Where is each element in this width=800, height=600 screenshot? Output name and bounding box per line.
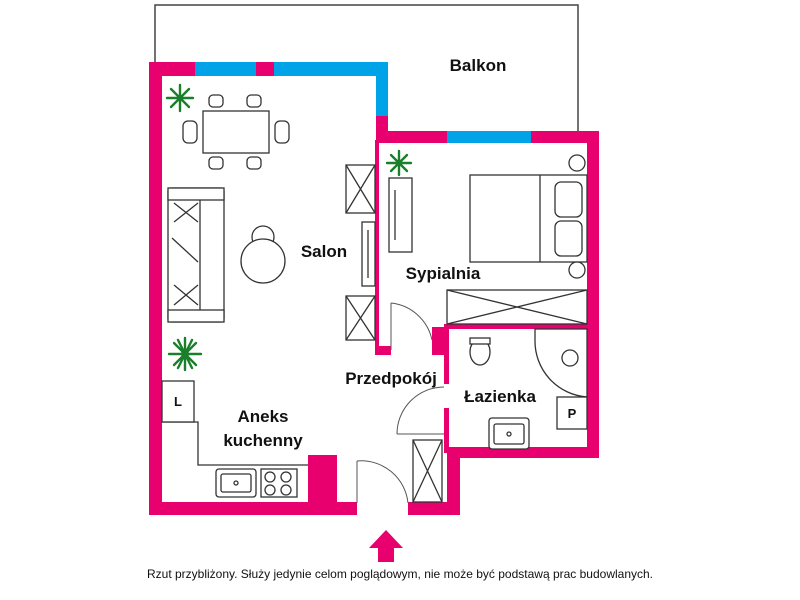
wardrobe-living	[345, 164, 376, 341]
window-living-2	[274, 62, 388, 76]
room-label-bathroom: Łazienka	[464, 387, 536, 406]
room-label-kitchen-line1: Aneks	[237, 407, 288, 426]
door-swings	[356, 302, 445, 504]
balcony	[154, 4, 579, 133]
window-bedroom	[447, 131, 531, 143]
disclaimer-note: Rzut przybliżony. Służy jedynie celom po…	[146, 567, 654, 581]
room-label-balcony: Balkon	[450, 56, 507, 75]
bedroom-furniture	[388, 154, 588, 325]
window-living-3	[376, 76, 388, 116]
sofa	[167, 187, 225, 323]
room-label-kitchen-line2: kuchenny	[223, 431, 303, 450]
room-label-hallway: Przedpokój	[345, 369, 437, 388]
coffee-table	[240, 225, 286, 284]
room-label-bedroom: Sypialnia	[406, 264, 481, 283]
window-living-1	[195, 62, 256, 76]
dining-table	[182, 94, 290, 170]
windows	[195, 62, 531, 143]
fridge-marker: L	[174, 394, 182, 409]
entrance-arrow-icon	[369, 530, 403, 562]
bathroom-fixtures	[469, 328, 588, 450]
wardrobe-hall	[412, 439, 443, 503]
kitchen-counter	[161, 380, 308, 498]
walls	[149, 62, 599, 515]
washer-marker: P	[568, 406, 577, 421]
plant-icon	[177, 95, 402, 358]
room-label-living: Salon	[301, 242, 347, 261]
